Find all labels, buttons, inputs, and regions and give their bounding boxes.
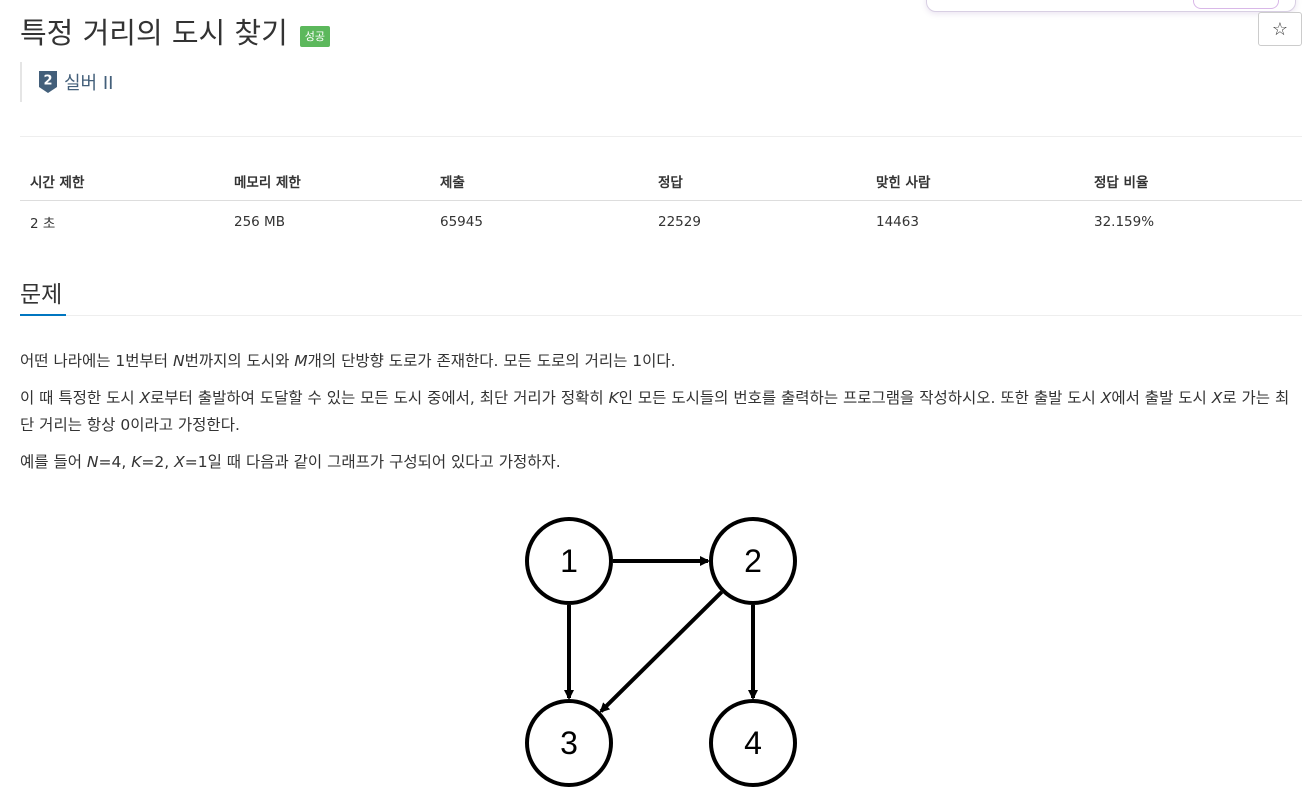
popup-pill	[1193, 0, 1279, 9]
problem-info-table: 시간 제한 메모리 제한 제출 정답 맞힌 사람 정답 비율 2 초 256 M…	[20, 162, 1302, 243]
section-divider	[20, 315, 1302, 316]
graph-node-circle	[709, 699, 797, 787]
graph-node-label: 3	[560, 725, 578, 761]
header-accept-ratio: 정답 비율	[1084, 162, 1302, 201]
value-memory-limit: 256 MB	[234, 214, 285, 230]
result-badge: 성공	[299, 25, 331, 47]
example-graph-figure: 1 2 3 4	[525, 517, 797, 787]
problem-title: 특정 거리의 도시 찾기	[20, 16, 288, 50]
value-accept-ratio: 32.159%	[1094, 214, 1155, 230]
graph-node-circle	[709, 517, 797, 605]
description-paragraph-1: 어떤 나라에는 1번부터 N번까지의 도시와 M개의 단방향 도로가 존재한다.…	[20, 352, 676, 370]
value-time-limit: 2 초	[30, 216, 56, 232]
graph-node-3: 3	[525, 699, 613, 787]
value-solved-users[interactable]: 14463	[876, 214, 919, 230]
header-solved-users: 맞힌 사람	[866, 162, 1084, 201]
graph-node-circle	[525, 517, 613, 605]
divider	[20, 136, 1302, 137]
info-header-row: 시간 제한 메모리 제한 제출 정답 맞힌 사람 정답 비율	[20, 162, 1302, 201]
value-accepted[interactable]: 22529	[658, 214, 701, 230]
graph-node-label: 2	[744, 543, 762, 579]
graph-node-label: 4	[744, 725, 762, 761]
notification-popup	[926, 0, 1296, 12]
header-time-limit: 시간 제한	[20, 162, 224, 201]
problem-description: 어떤 나라에는 1번부터 N번까지의 도시와 M개의 단방향 도로가 존재한다.…	[20, 348, 1302, 486]
description-paragraph-2: 이 때 특정한 도시 X로부터 출발하여 도달할 수 있는 모든 도시 중에서,…	[20, 389, 1290, 434]
tier-level: 2	[43, 74, 52, 89]
tier-info: 2 실버 II	[20, 62, 113, 102]
graph-node-circle	[525, 699, 613, 787]
value-submissions[interactable]: 65945	[440, 214, 483, 230]
graph-node-label: 1	[560, 543, 578, 579]
graph-node-1: 1	[525, 517, 613, 605]
graph-node-2: 2	[709, 517, 797, 605]
header-accepted: 정답	[648, 162, 866, 201]
section-accent-underline	[20, 314, 66, 316]
star-icon: ☆	[1271, 18, 1289, 39]
header-memory-limit: 메모리 제한	[224, 162, 430, 201]
section-title-problem: 문제	[20, 282, 63, 308]
graph-node-4: 4	[709, 699, 797, 787]
info-value-row: 2 초 256 MB 65945 22529 14463 32.159%	[20, 201, 1302, 244]
description-paragraph-3: 예를 들어 N=4, K=2, X=1일 때 다음과 같이 그래프가 구성되어 …	[20, 453, 561, 471]
tier-label[interactable]: 실버 II	[64, 73, 114, 94]
favorite-star-button[interactable]: ☆	[1258, 12, 1302, 46]
header-submissions: 제출	[430, 162, 648, 201]
silver-tier-icon: 2	[39, 71, 57, 93]
problem-header: 특정 거리의 도시 찾기 성공	[20, 10, 331, 52]
graph-edge-2-3	[599, 590, 724, 713]
